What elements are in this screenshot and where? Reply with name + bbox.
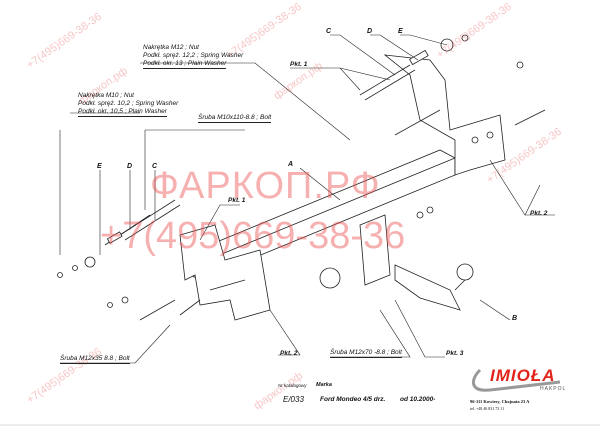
- label-plain-washer-13: Podkł. okr. 13 ; Plain Washer: [143, 60, 227, 69]
- hakpol-logo: HAKPOL: [540, 386, 567, 392]
- vehicle-model: Ford Mondeo 4/5 drz.: [320, 396, 386, 403]
- label-bolt-m10x110: Śruba M10x110-8.8 ; Bolt: [198, 114, 272, 123]
- letter-a: A: [288, 161, 294, 168]
- label-plain-washer-10: Podkł. okr. 10,5 ; Plain Washer: [78, 108, 167, 117]
- letter-e: E: [97, 163, 102, 170]
- right-bracket: [383, 54, 506, 176]
- letter-d: D: [367, 28, 373, 35]
- letter-d: D: [127, 163, 133, 170]
- letter-c: C: [152, 163, 158, 170]
- point-2: Pkt. 2: [280, 350, 298, 357]
- letter-e: E: [398, 28, 403, 35]
- imiola-logo: IMIOŁA: [490, 366, 556, 385]
- brand-label: Marka: [316, 382, 332, 388]
- bolts-left: [57, 199, 201, 321]
- catalog-number: E/033: [283, 395, 304, 404]
- left-bracket: [179, 224, 271, 321]
- bolts-right: [359, 34, 546, 219]
- production-date: od 10.2000-: [400, 396, 436, 403]
- point-2: Pkt. 2: [530, 210, 548, 217]
- watermark-brand: ФАРКОП.РФ: [150, 165, 381, 207]
- label-bolt-m12x70: Śruba M12x70 -8.8 ; Bolt: [330, 349, 402, 358]
- point-1: Pkt. 1: [290, 61, 308, 68]
- label-bolt-m12x35: Śruba M12x35 8.8 ; Bolt: [60, 355, 130, 364]
- label-spring-washer-10: Podkł. spręż. 10,2 ; Spring Washer: [78, 100, 179, 107]
- catalog-number-label: Nr katalogowy: [278, 383, 307, 388]
- company-phone: tel. +48 46 831 73 11: [470, 406, 505, 411]
- leader-lines: [59, 34, 555, 364]
- company-address: 96-111 Kowiesy, Chojnata 23 A: [470, 399, 530, 404]
- tow-ball-b: [394, 263, 474, 311]
- point-1: Pkt. 1: [228, 197, 246, 204]
- label-spring-washer-12: Podkł. spręż. 12,2 ; Spring Washer: [143, 52, 244, 59]
- letter-c: C: [326, 28, 332, 35]
- imiola-logo-swoosh: [472, 368, 561, 392]
- point-3: Pkt. 3: [446, 350, 464, 357]
- label-nut-m10: Nakrętka M10 ; Nut: [78, 92, 134, 99]
- watermark-phone: +7(495)669-38-36: [100, 215, 406, 257]
- label-nut-m12: Nakrętka M12 ; Nut: [143, 44, 199, 51]
- centre-bracket: [319, 214, 391, 289]
- letter-b: B: [512, 315, 518, 322]
